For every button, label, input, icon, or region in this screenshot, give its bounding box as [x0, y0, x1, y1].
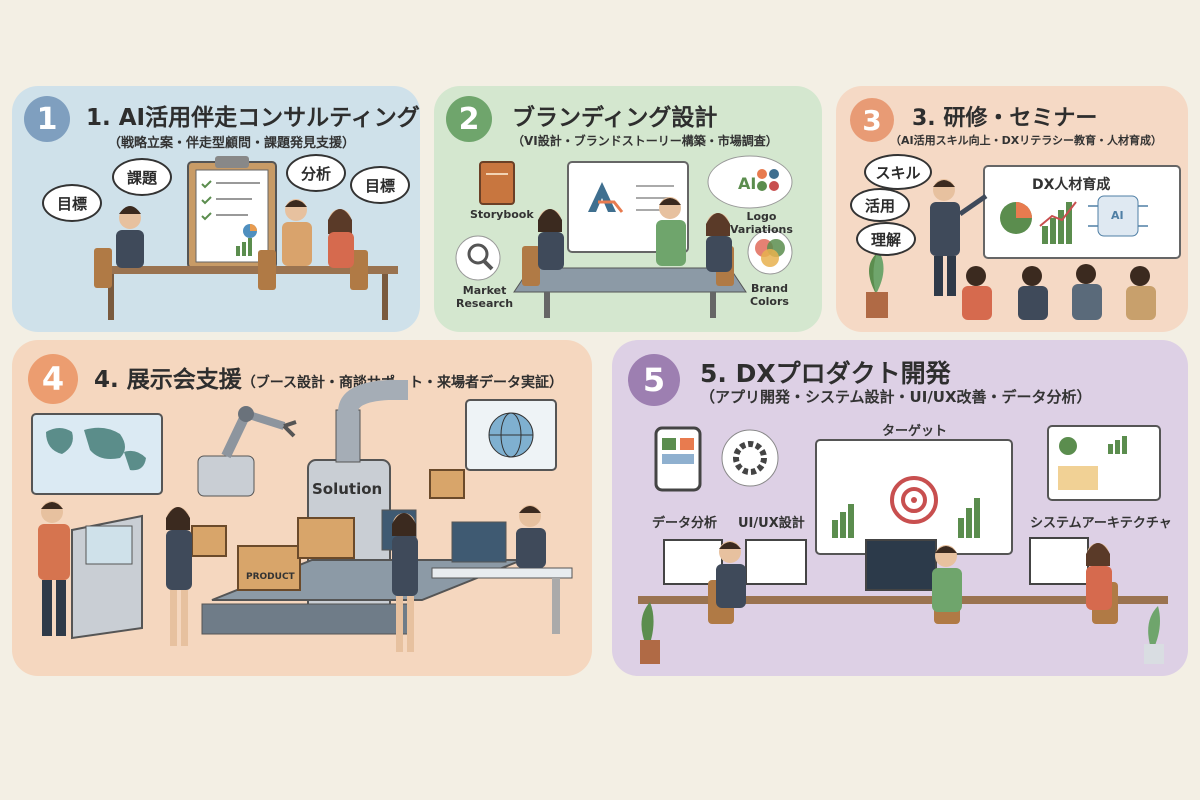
- speech-bubble: 目標: [350, 166, 410, 204]
- board-title: DX人材育成: [1032, 177, 1111, 193]
- speech-bubble: 課題: [112, 158, 172, 196]
- panel-branding-design: 2 ブランディング設計 （VI設計・ブランドストーリー構築・市場調査）: [434, 86, 822, 332]
- panel-number-badge: 4: [28, 354, 78, 404]
- panel-title: 3. 研修・セミナー: [912, 106, 1098, 131]
- speech-bubble: 分析: [286, 154, 346, 192]
- target-label: ターゲット: [882, 424, 948, 439]
- uiux-design-label: UI/UX設計: [738, 516, 805, 531]
- logo-variations-label: Logo Variations: [730, 210, 793, 236]
- seminar-illustration: [866, 165, 1181, 320]
- branding-workshop-illustration: [455, 155, 793, 318]
- panel-exhibition-support: 4 4. 展示会支援（ブース設計・商談サポート・来場者データ実証）: [12, 340, 592, 676]
- booth-sign: Solution: [312, 480, 383, 498]
- panel-number-badge: 1: [24, 96, 70, 142]
- storybook-label: Storybook: [470, 208, 534, 221]
- dev-team-illustration: [638, 425, 1168, 664]
- panel-subtitle: （AI活用スキル向上・DXリテラシー教育・人材育成）: [890, 134, 1162, 147]
- market-research-label: Market Research: [456, 284, 514, 310]
- speech-bubble: 目標: [42, 184, 102, 222]
- ai-chip-label: AI: [1111, 209, 1124, 222]
- panel-number-badge: 3: [850, 98, 894, 142]
- panel-dx-product-dev: 5 5. DXプロダクト開発 （アプリ開発・システム設計・UI/UX改善・データ…: [612, 340, 1188, 676]
- speech-bubble: 活用: [850, 188, 910, 222]
- product-box-label: PRODUCT: [246, 572, 295, 582]
- panel-subtitle: （アプリ開発・システム設計・UI/UX改善・データ分析）: [700, 388, 1092, 406]
- panel-training-seminar: 3 3. 研修・セミナー （AI活用スキル向上・DXリテラシー教育・人材育成）: [836, 86, 1188, 332]
- panel-title-text: 4. 展示会支援: [94, 367, 242, 393]
- data-analysis-label: データ分析: [652, 516, 718, 531]
- system-architecture-label: システムアーキテクチャ: [1030, 516, 1172, 531]
- panel-title: 5. DXプロダクト開発: [700, 359, 951, 388]
- panel-ai-consulting: 1 1. AI活用伴走コンサルティング （戦略立案・伴走型顧問・課題発見支援）: [12, 86, 420, 332]
- panel-number-badge: 2: [446, 96, 492, 142]
- panel-number-badge: 5: [628, 354, 680, 406]
- panel-subtitle: （VI設計・ブランドストーリー構築・市場調査）: [512, 134, 778, 148]
- exhibition-booth-illustration: [31, 380, 573, 652]
- speech-bubble: スキル: [864, 154, 932, 190]
- panel-title: ブランディング設計: [512, 105, 718, 131]
- brand-colors-label: Brand Colors: [750, 282, 789, 308]
- panel-title: 1. AI活用伴走コンサルティング: [86, 105, 420, 131]
- speech-bubble: 理解: [856, 222, 916, 256]
- ai-logo-mark: AI: [738, 174, 757, 193]
- consulting-meeting-illustration: [94, 156, 398, 320]
- panel-subtitle: （戦略立案・伴走型顧問・課題発見支援）: [108, 136, 356, 151]
